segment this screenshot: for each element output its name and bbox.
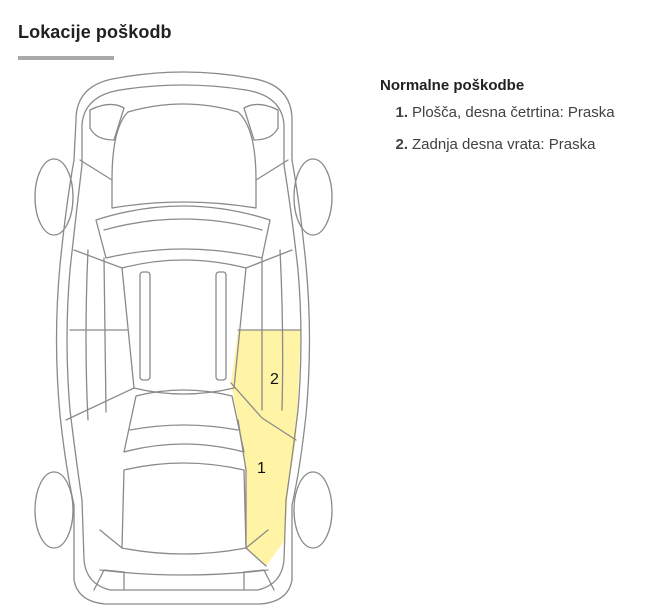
wheel-rear-right [293, 471, 333, 549]
zone-label: 1 [257, 460, 266, 477]
list-item[interactable]: 2.Zadnja desna vrata: Praska [380, 134, 642, 166]
damage-heading: Normalne poškodbe [380, 77, 525, 94]
wheel-rear-left [34, 471, 74, 549]
wheel-front-right [293, 158, 333, 236]
wheel-front-left [34, 158, 74, 236]
damage-number: 2. [395, 136, 408, 153]
car-damage-diagram: 1 2 [30, 70, 340, 610]
damage-number: 1. [395, 104, 408, 121]
list-item[interactable]: 1.Plošča, desna četrtina: Praska [380, 102, 642, 134]
zone-right-quarter-panel[interactable] [231, 383, 296, 566]
zone-rear-right-door[interactable] [231, 330, 301, 440]
windshield [95, 205, 271, 259]
section-title: Lokacije poškodb [18, 22, 172, 42]
trunk [121, 462, 247, 555]
title-underline [18, 56, 114, 60]
damage-panel: Normalne poškodbe 1.Plošča, desna četrti… [380, 77, 642, 166]
damage-description: Plošča, desna četrtina: Praska [412, 104, 615, 121]
car-body-outline [55, 71, 311, 605]
damage-list: 1.Plošča, desna četrtina: Praska 2.Zadnj… [380, 102, 642, 166]
damage-description: Zadnja desna vrata: Praska [412, 136, 596, 153]
hood [111, 103, 257, 209]
roof [121, 259, 247, 395]
zone-label: 2 [270, 371, 279, 388]
rear-window [123, 389, 245, 453]
